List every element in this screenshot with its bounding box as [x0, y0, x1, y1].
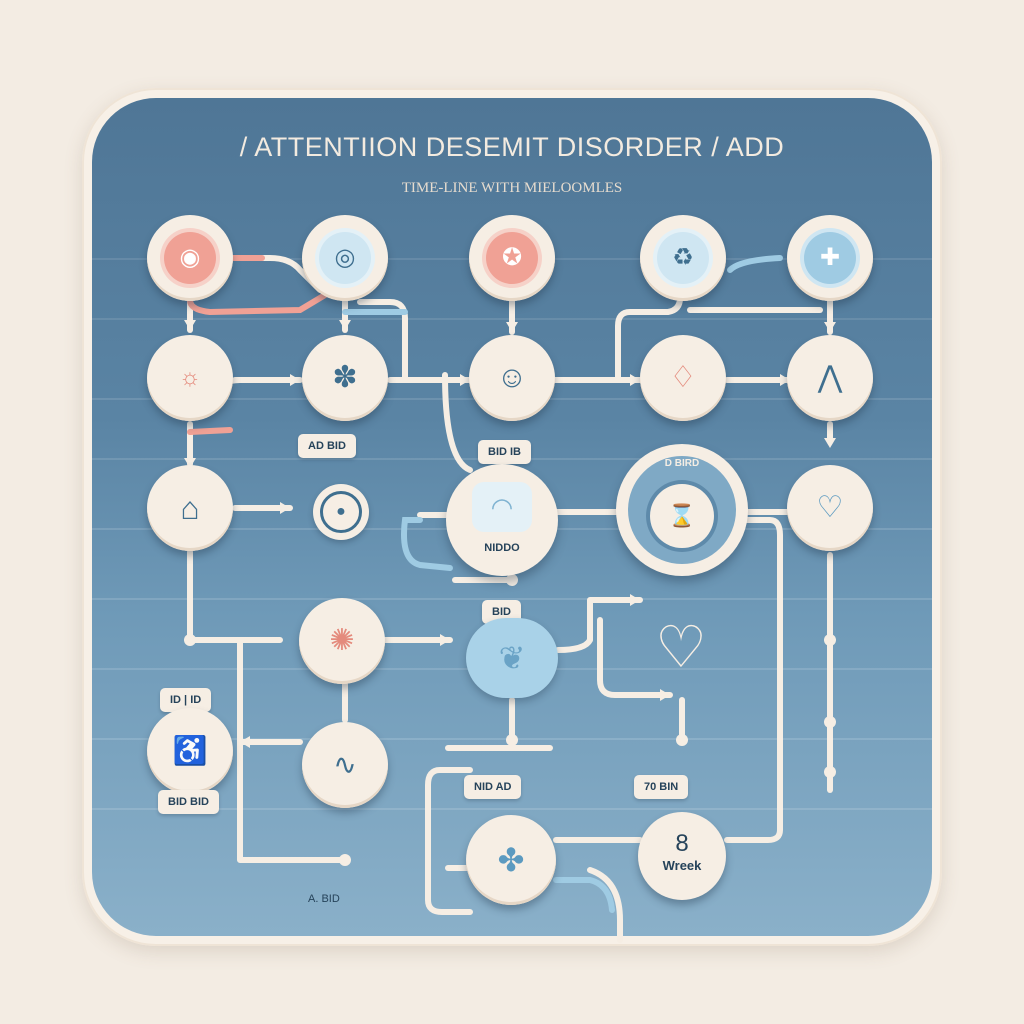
- people-icon: ✤: [497, 842, 525, 878]
- target-icon: ◉: [179, 244, 201, 271]
- people-icon: ✽: [332, 361, 358, 394]
- heart-check-node[interactable]: ♡: [645, 615, 717, 681]
- milestone-week[interactable]: 8 Wreek: [638, 812, 726, 900]
- ribbon-red-node[interactable]: ♢: [640, 335, 726, 421]
- house-icon: ⌂: [180, 490, 200, 526]
- diagram-subtitle: TIME-LINE WITH MIELOOMLES: [401, 180, 623, 196]
- house-node[interactable]: ⌂: [147, 465, 233, 551]
- wifi-icon: ◠: [490, 491, 514, 522]
- target-node[interactable]: ◉: [147, 215, 233, 301]
- sun-node[interactable]: ☼: [147, 335, 233, 421]
- brain-node[interactable]: ❦: [466, 618, 558, 698]
- heart-check-icon: ♡: [655, 615, 707, 680]
- drop-icon: ●: [336, 503, 346, 520]
- node-caption: D BIRD: [664, 458, 700, 469]
- wifi-node[interactable]: ◠ NIDDO: [446, 464, 558, 576]
- ribbon-icon: ♢: [669, 361, 697, 394]
- fingerprint-icon: ◎: [334, 244, 356, 271]
- label-tag: BID IB: [478, 440, 531, 464]
- wave-icon: ∿: [333, 749, 357, 780]
- drop-node[interactable]: ●: [313, 484, 369, 540]
- brain-icon: ❦: [498, 640, 526, 676]
- badge-node[interactable]: ✪: [469, 215, 555, 301]
- dots-node[interactable]: ✺: [299, 598, 385, 684]
- label-tag: AD BID: [298, 434, 356, 458]
- badge-icon: ✪: [501, 244, 523, 271]
- shield-plus-node[interactable]: ✚: [787, 215, 873, 301]
- ribbon-icon: ♡: [816, 491, 844, 524]
- ribbon-blue-node[interactable]: ♡: [787, 465, 873, 551]
- recycle-icon: ♻: [672, 244, 694, 271]
- label-tag: BID BID: [158, 790, 219, 814]
- figure-icon: ⋀: [817, 361, 843, 394]
- people-node-bottom[interactable]: ✤: [466, 815, 556, 905]
- sun-icon: ☼: [179, 364, 201, 391]
- milestone-unit: Wreek: [662, 858, 702, 873]
- child-icon: ☺: [496, 361, 528, 394]
- label-tag: NID AD: [464, 775, 522, 799]
- clock-node[interactable]: ⌛ D BIRD: [616, 444, 748, 576]
- label-tag: 70 BIN: [634, 775, 689, 799]
- footer-label: A. BID: [308, 893, 340, 905]
- shield-plus-icon: ✚: [819, 244, 841, 271]
- figure-node[interactable]: ⋀: [787, 335, 873, 421]
- wave-node[interactable]: ∿: [302, 722, 388, 808]
- diagram-title: / ATTENTIION DESEMIT DISORDER / ADD: [239, 132, 785, 162]
- fingerprint-node[interactable]: ◎: [302, 215, 388, 301]
- people-node[interactable]: ✽: [302, 335, 388, 421]
- sitting-person-node[interactable]: ♿: [147, 708, 233, 794]
- child-node[interactable]: ☺: [469, 335, 555, 421]
- dots-icon: ✺: [329, 624, 355, 657]
- milestone-number: 8: [675, 830, 689, 857]
- sitting-person-icon: ♿: [172, 735, 208, 766]
- node-caption: NIDDO: [484, 542, 520, 554]
- clock-icon: ⌛: [668, 503, 696, 528]
- recycle-node[interactable]: ♻: [640, 215, 726, 301]
